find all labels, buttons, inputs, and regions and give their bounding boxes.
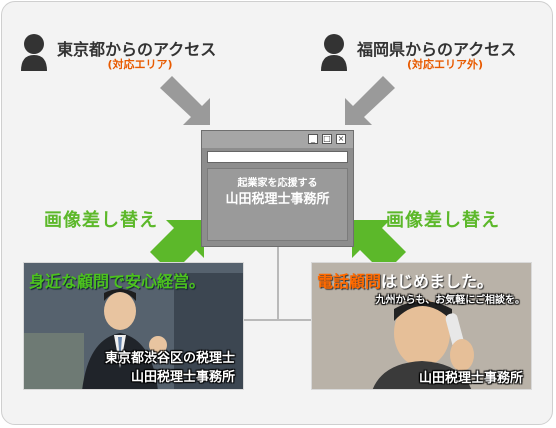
- address-bar: [207, 151, 348, 163]
- window-link-line: [244, 247, 279, 321]
- area-label-tokyo: (対応エリア): [107, 58, 173, 71]
- photo-tokyo: 身近な顧問で安心経営。 東京都渋谷区の税理士 山田税理士事務所: [23, 262, 244, 390]
- access-title-fukuoka: 福岡県からのアクセス: [357, 40, 517, 59]
- window-titlebar: _ □ ×: [202, 131, 353, 148]
- arrow-icon: [345, 76, 395, 125]
- website-window: _ □ × 起業家を応援する 山田税理士事務所: [201, 130, 354, 247]
- window-title: 山田税理士事務所: [225, 192, 330, 207]
- minimize-icon: _: [308, 134, 318, 144]
- arrow-icon: [150, 220, 204, 274]
- swap-label-right: 画像差し替え: [386, 210, 500, 231]
- restore-icon: □: [322, 134, 332, 144]
- arrow-icon: [352, 220, 406, 274]
- headline-rest: はじめました。: [381, 272, 494, 291]
- photo-subline-right: 九州からも、お気軽にご相談を。: [375, 295, 526, 306]
- office-scene: [24, 263, 243, 389]
- headline-accent: 電話顧問: [317, 272, 382, 291]
- person-icon: [21, 34, 47, 71]
- photo-caption-left-2: 山田税理士事務所: [130, 370, 235, 385]
- phone-scene: [312, 263, 531, 389]
- window-subtitle: 起業家を応援する: [237, 178, 318, 189]
- access-title-tokyo: 東京都からのアクセス: [57, 40, 217, 59]
- person-icon: [321, 34, 347, 71]
- arrow-icon: [160, 76, 210, 125]
- window-content: 起業家を応援する 山田税理士事務所: [207, 168, 348, 241]
- photo-caption-left-1: 東京都渋谷区の税理士: [104, 351, 235, 366]
- photo-caption-right: 山田税理士事務所: [418, 371, 523, 386]
- photo-headline-right: 電話顧問はじめました。: [317, 268, 493, 292]
- swap-label-left: 画像差し替え: [44, 210, 158, 231]
- photo-headline-left: 身近な顧問で安心経営。: [29, 272, 206, 291]
- close-icon: ×: [336, 134, 346, 144]
- area-label-fukuoka: (対応エリア外): [406, 58, 484, 71]
- photo-fukuoka: 電話顧問はじめました。 九州からも、お気軽にご相談を。 山田税理士事務所: [311, 262, 532, 390]
